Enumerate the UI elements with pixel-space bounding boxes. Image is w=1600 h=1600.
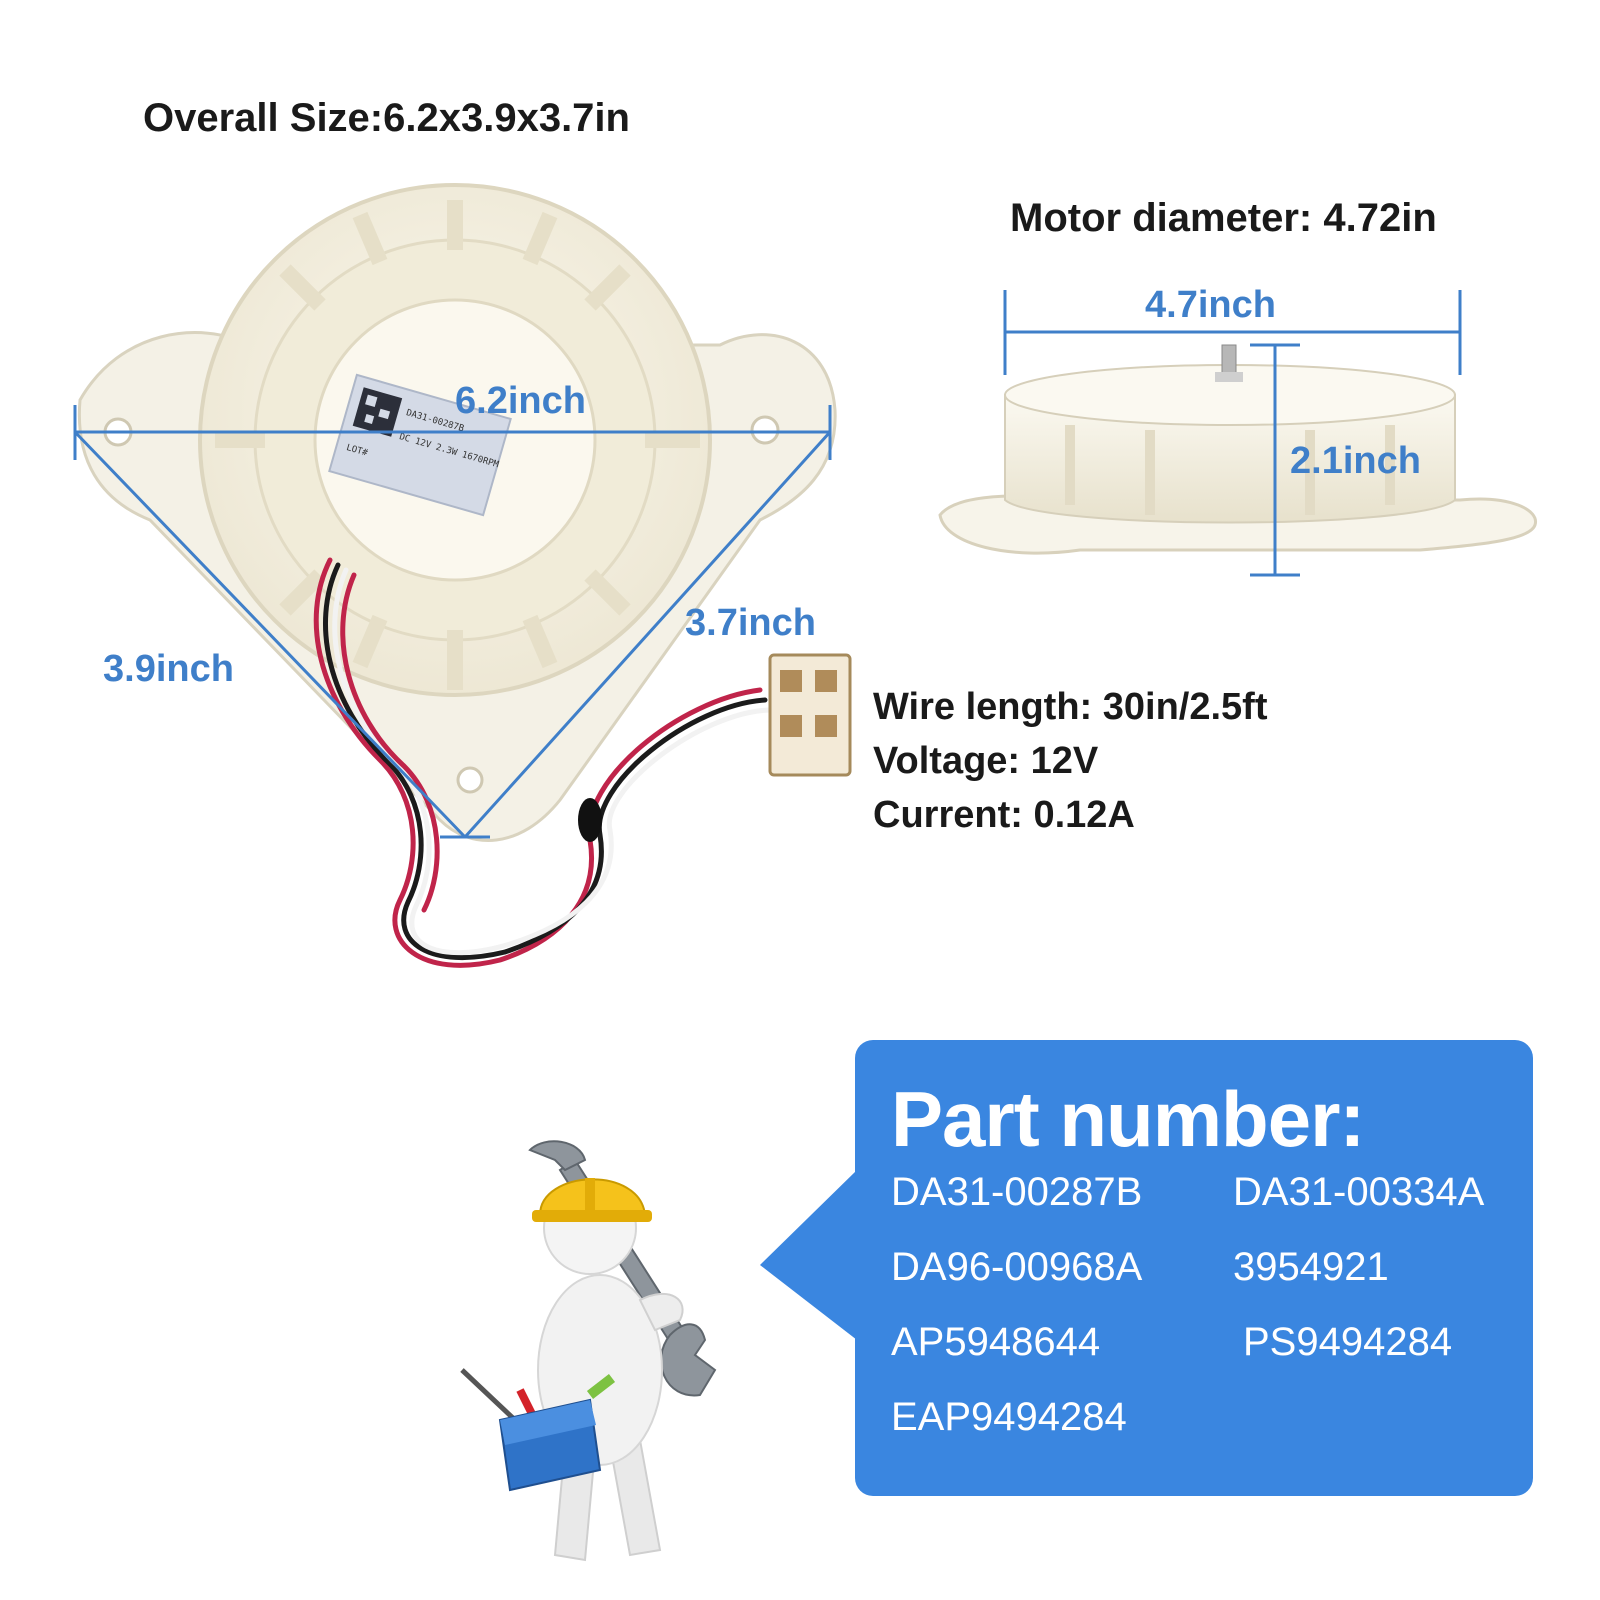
part-number-panel: Part number: DA31-00287B DA31-00334A DA9… [855,1040,1533,1496]
part-number-1: DA31-00287B [891,1170,1143,1214]
diameter-dimension-label: 4.7inch [1145,284,1276,326]
part-number-4: 3954921 [1233,1245,1389,1289]
part-number-title: Part number: [891,1075,1365,1163]
voltage-spec: Voltage: 12V [873,740,1099,782]
toolbox-icon [460,1368,616,1492]
specs-block: Wire length: 30in/2.5ft Voltage: 12V Cur… [873,680,1268,842]
wire-length-spec: Wire length: 30in/2.5ft [873,686,1268,728]
part-number-3: DA96-00968A [891,1245,1143,1289]
overall-size-heading: Overall Size:6.2x3.9x3.7in [143,96,630,140]
right-side-dimension-label: 3.7inch [685,602,816,644]
part-number-2: DA31-00334A [1233,1170,1485,1214]
part-number-7: EAP9494284 [891,1395,1127,1439]
left-side-dimension-label: 3.9inch [103,648,234,690]
current-spec: Current: 0.12A [873,794,1135,836]
fan-side-image [938,290,1537,577]
motor-diameter-heading: Motor diameter: 4.72in [1010,196,1437,240]
part-number-5: AP5948644 [891,1320,1101,1364]
height-dimension-label: 2.1inch [1290,440,1421,482]
worker-figure-icon [460,1140,717,1562]
width-dimension-label: 6.2inch [455,380,586,422]
panel-pointer [760,1170,857,1340]
fan-motor-image: DA31-00287B DC 12V 2.3W 1670RPM LOT# [73,183,852,968]
part-number-6: PS9494284 [1243,1320,1453,1364]
